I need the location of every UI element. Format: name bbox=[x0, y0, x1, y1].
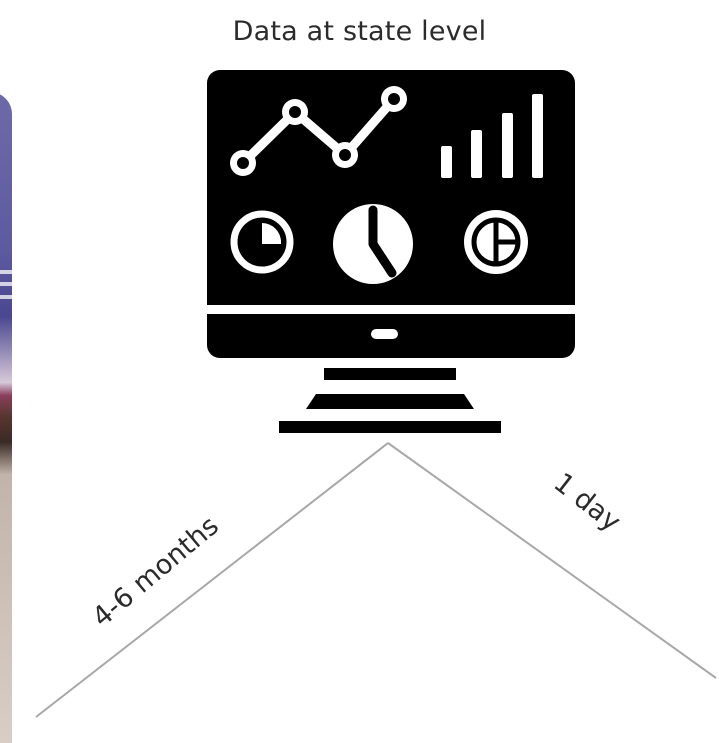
line-chart-icon bbox=[230, 86, 407, 176]
edge-label-left: 4-6 months bbox=[87, 510, 225, 633]
monitor-stand bbox=[279, 368, 501, 433]
pie-chart-icon bbox=[333, 204, 413, 284]
adjacent-panel-edge bbox=[0, 92, 12, 743]
bar-chart-icon bbox=[441, 94, 543, 178]
pie-chart-icon bbox=[464, 210, 528, 274]
edge-line-left bbox=[35, 442, 389, 718]
node-title: Data at state level bbox=[232, 16, 487, 47]
edge-label-right: 1 day bbox=[548, 467, 627, 538]
panel-marker bbox=[0, 295, 12, 299]
monitor-dashboard-icon bbox=[207, 70, 575, 433]
panel-marker bbox=[0, 282, 12, 286]
pie-chart-icon bbox=[230, 210, 294, 274]
panel-marker bbox=[0, 270, 12, 274]
edge-lines bbox=[35, 442, 717, 718]
power-indicator bbox=[371, 329, 398, 339]
edge-line-right bbox=[387, 442, 717, 679]
monitor-bezel-divider bbox=[207, 305, 575, 314]
